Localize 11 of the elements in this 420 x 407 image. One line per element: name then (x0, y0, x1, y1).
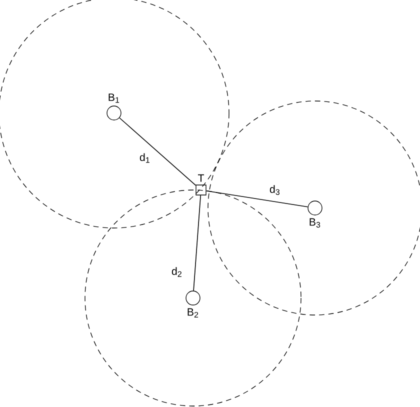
node-label: B$_{2}$ (188, 308, 198, 318)
connector-line (206, 190, 308, 208)
connector-line (193, 194, 202, 292)
node-label: B$_{1}$ (108, 94, 120, 103)
edge-label: d$_{3}$ (268, 184, 282, 196)
edge-label: d$_{2}$ (170, 266, 184, 278)
connector-line (119, 117, 196, 186)
edge-label: d$_{1}$ (138, 152, 152, 164)
node-label: B$_{3}$ (310, 218, 320, 228)
target-square: T (196, 174, 206, 196)
node-label: T (198, 174, 204, 182)
